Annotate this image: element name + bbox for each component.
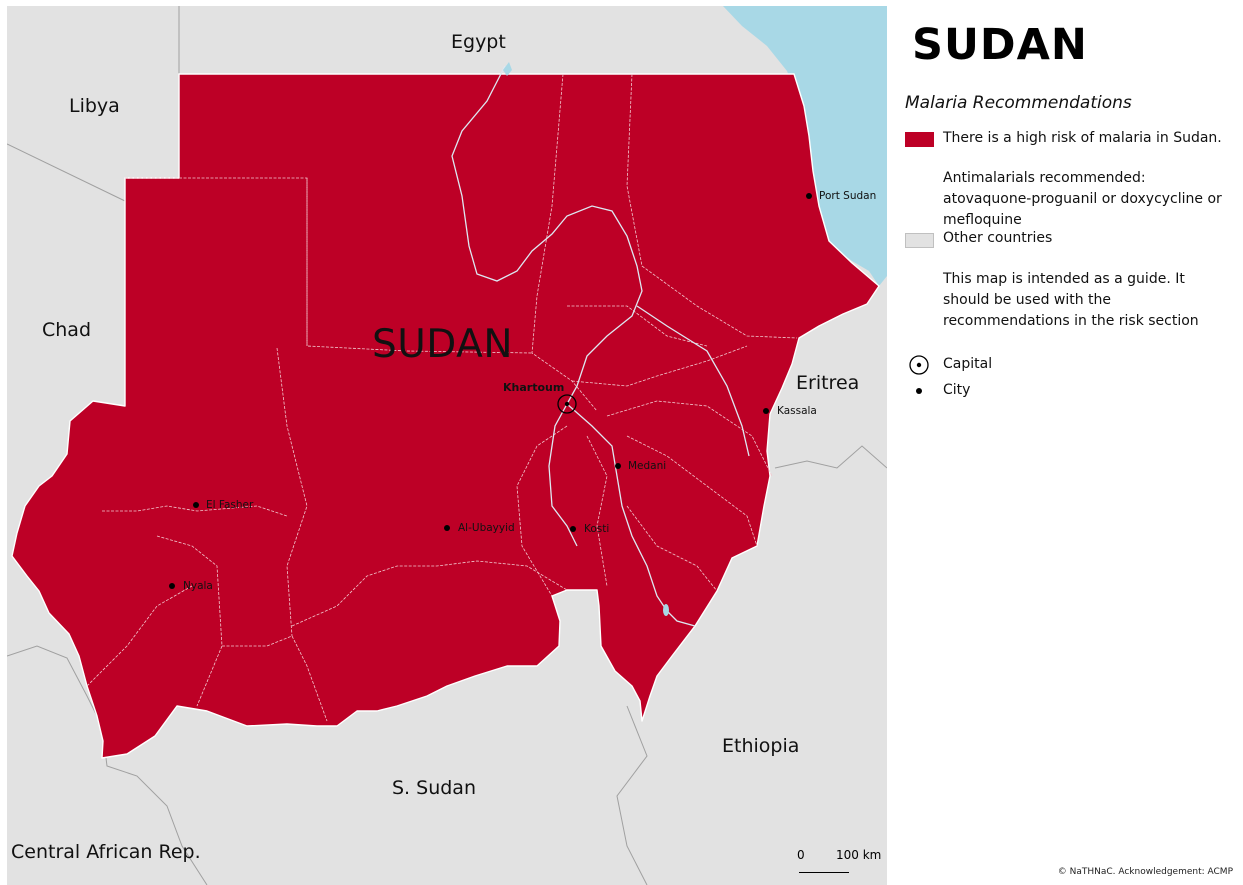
city-markers (169, 193, 812, 589)
legend-note-text: This map is intended as a guide. It shou… (943, 271, 1199, 329)
legend-city-icon (916, 388, 922, 394)
city-marker-al-ubayyid (444, 525, 450, 531)
legend-heading: Malaria Recommendations (905, 93, 1132, 113)
roseires-reservoir (663, 604, 669, 616)
legend-city-text: City (943, 382, 971, 398)
label-libya: Libya (69, 95, 120, 117)
label-el-fasher: El Fasher (206, 499, 254, 511)
label-medani: Medani (628, 460, 667, 472)
label-kosti: Kosti (584, 523, 610, 535)
red-sea (723, 6, 887, 286)
legend-swatch-high-risk (905, 132, 934, 147)
city-marker-nyala (169, 583, 175, 589)
city-marker-kassala (763, 408, 769, 414)
nile-rivers (451, 65, 750, 627)
label-nyala: Nyala (183, 580, 213, 592)
scale-start-label: 0 (797, 848, 805, 862)
sudan-high-risk-area (11, 73, 880, 759)
label-chad: Chad (42, 319, 92, 341)
city-marker-port-sudan (806, 193, 812, 199)
legend-capital-text: Capital (943, 356, 993, 372)
scale-bar: 0 100 km (797, 848, 887, 878)
label-central-african-republic: Central African Rep. (11, 841, 201, 863)
label-khartoum: Khartoum (503, 381, 565, 394)
label-kassala: Kassala (777, 405, 817, 417)
label-al-ubayyid: Al-Ubayyid (458, 522, 515, 534)
legend-capital-icon (909, 355, 929, 375)
label-eritrea: Eritrea (796, 372, 860, 394)
label-egypt: Egypt (451, 31, 506, 53)
map (7, 6, 887, 885)
legend-other-countries-text: Other countries (943, 230, 1053, 246)
label-south-sudan: S. Sudan (392, 777, 476, 799)
scale-end-label: 100 km (836, 848, 882, 862)
lake-nasser-tip (503, 62, 512, 76)
city-marker-medani (615, 463, 621, 469)
city-marker-kosti (570, 526, 576, 532)
city-marker-el-fasher (193, 502, 199, 508)
legend-antimalarials-text: Antimalarials recommended: atovaquone-pr… (943, 170, 1222, 228)
legend-high-risk-text: There is a high risk of malaria in Sudan… (943, 130, 1222, 146)
capital-marker (557, 394, 577, 414)
credit: © NaTHNaC. Acknowledgement: ACMP (1057, 867, 1233, 877)
label-port-sudan: Port Sudan (819, 190, 877, 202)
scale-line (799, 872, 849, 873)
page-title: SUDAN (912, 20, 1088, 70)
legend-swatch-other-countries (905, 233, 934, 248)
province-borders (86, 73, 798, 722)
map-country-label: SUDAN (372, 322, 513, 367)
label-ethiopia: Ethiopia (722, 735, 800, 757)
